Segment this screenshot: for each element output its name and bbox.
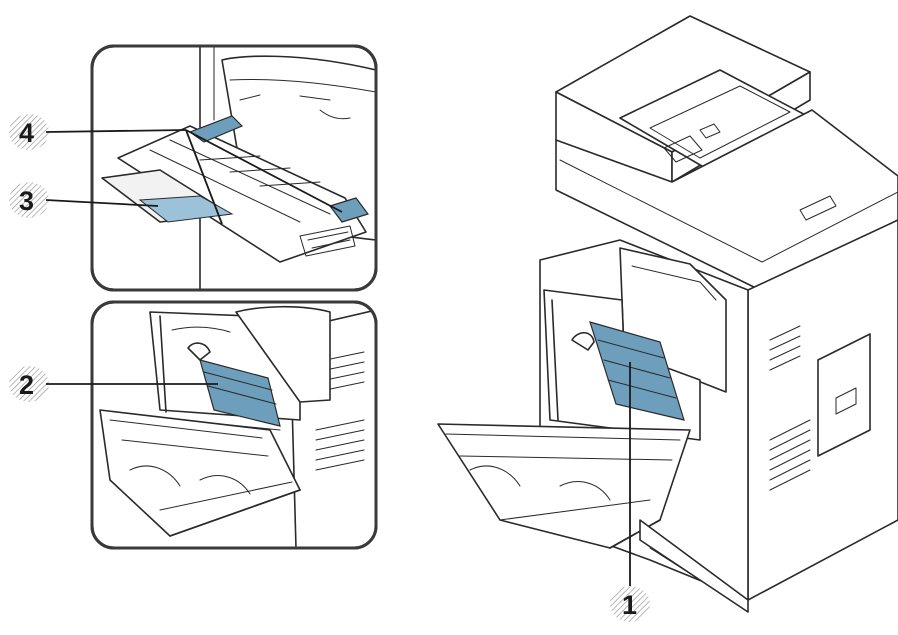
callout-4: 4 <box>9 114 187 150</box>
printer-main-illustration <box>437 15 898 613</box>
callout-4-label: 4 <box>19 118 34 148</box>
callout-1-label: 1 <box>622 590 637 620</box>
callout-3: 3 <box>9 182 159 218</box>
inset-toner-cartridge <box>90 300 378 550</box>
callout-2: 2 <box>9 366 218 402</box>
callout-1: 1 <box>610 362 650 622</box>
paper-width-guide-top <box>188 115 244 143</box>
inset-multipurpose-tray <box>90 44 378 292</box>
paper-width-guide-right <box>329 197 369 223</box>
callout-3-label: 3 <box>19 186 34 216</box>
tray-extension <box>138 195 234 223</box>
callout-2-label: 2 <box>19 370 34 400</box>
toner-cartridge-main <box>589 321 685 421</box>
